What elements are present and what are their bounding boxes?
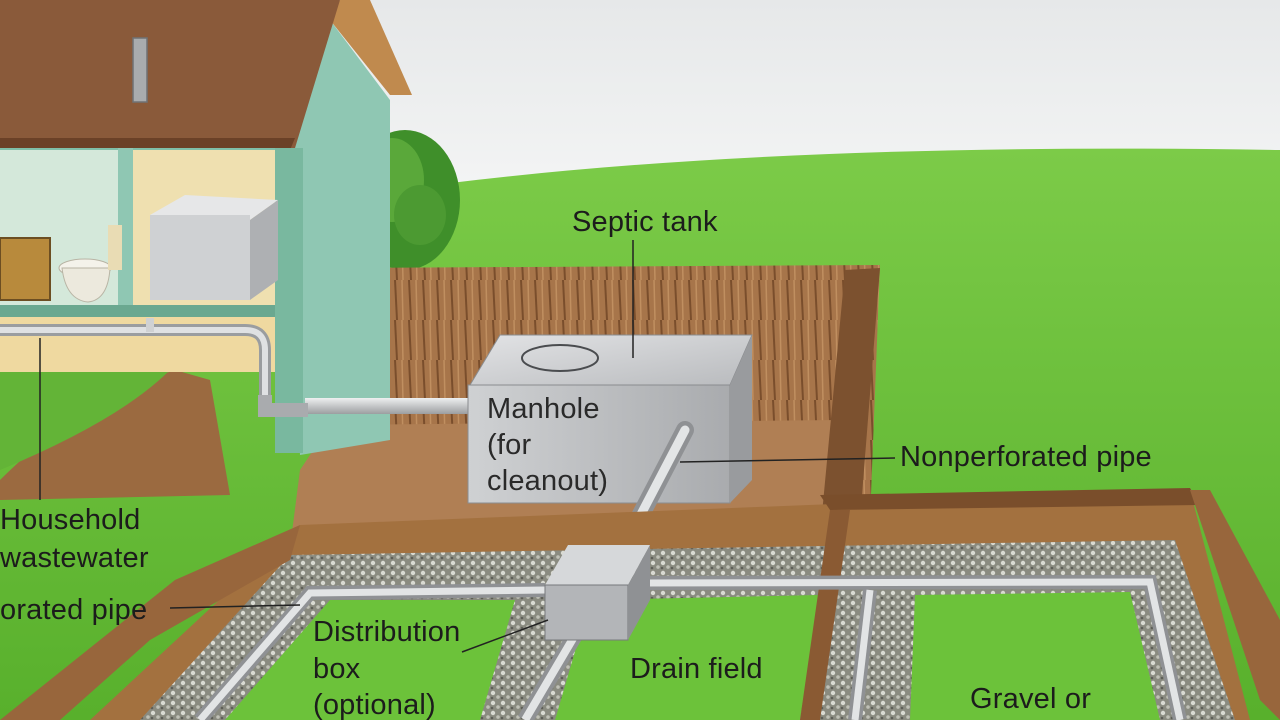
perforated-pipes — [194, 574, 1187, 720]
label-manhole-line3: cleanout) — [487, 465, 609, 497]
distribution-box — [544, 545, 650, 641]
label-gravel: Gravel or — [970, 683, 1092, 715]
leader-lines — [39, 240, 896, 653]
label-septic-tank: Septic tank — [572, 206, 718, 238]
label-nonperforated-pipe: Nonperforated pipe — [900, 441, 1152, 473]
label-distribution-line3: (optional) — [313, 689, 436, 720]
label-perforated-pipe: orated pipe — [0, 594, 148, 626]
label-distribution-line2: box — [313, 653, 361, 685]
label-drain-field: Drain field — [630, 653, 763, 685]
label-household-line1: Household — [0, 504, 141, 536]
inlet-pipe — [305, 398, 470, 414]
label-household-line2: wastewater — [0, 542, 149, 574]
label-distribution-line1: Distribution — [313, 616, 461, 648]
manhole-icon — [521, 344, 599, 372]
label-manhole-line1: Manhole — [487, 393, 600, 425]
house — [0, 0, 412, 500]
label-manhole-line2: (for — [487, 429, 532, 461]
